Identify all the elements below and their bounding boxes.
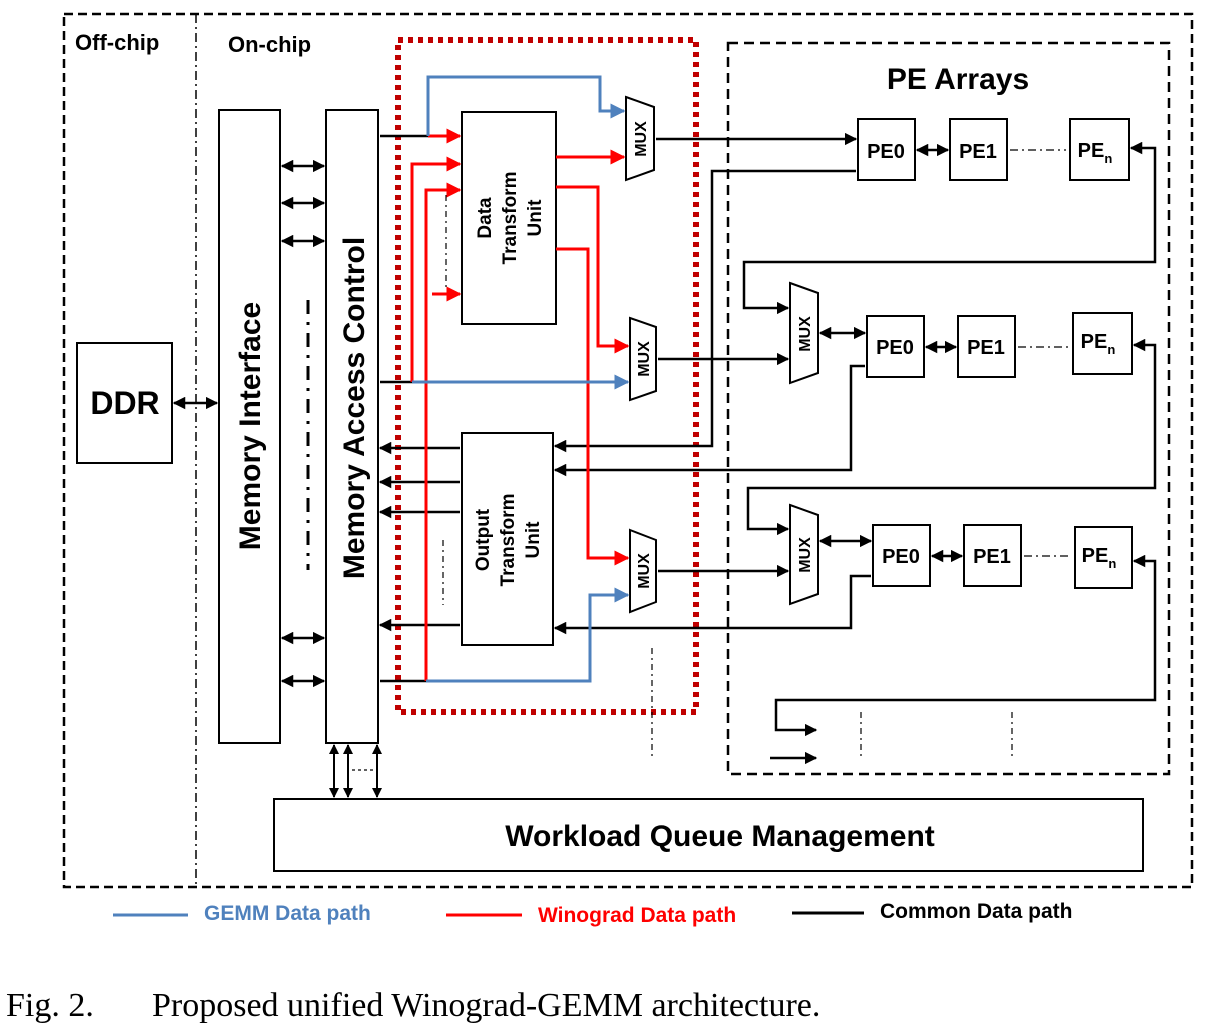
gemm-data-paths xyxy=(412,75,630,683)
mux-mid: MUX xyxy=(629,316,657,402)
svg-text:MUX: MUX xyxy=(636,553,653,589)
memory-interface-label: Memory Interface xyxy=(234,302,267,550)
on-chip-label: On-chip xyxy=(228,32,311,57)
workload-queue-label: Workload Queue Management xyxy=(505,820,935,853)
mux-pe-row3: MUX xyxy=(789,503,819,606)
svg-text:Transform: Transform xyxy=(500,172,521,265)
off-chip-label: Off-chip xyxy=(75,30,159,55)
figure-caption-text: Proposed unified Winograd-GEMM architect… xyxy=(152,987,820,1024)
svg-text:MUX: MUX xyxy=(633,121,650,157)
svg-text:MUX: MUX xyxy=(797,316,814,352)
svg-text:MUX: MUX xyxy=(797,537,814,573)
figure-caption-label: Fig. 2. xyxy=(6,987,94,1024)
mux-pe-row2: MUX xyxy=(789,281,819,385)
pe0-row2-label: PE0 xyxy=(876,337,914,359)
data-transform-unit-label: Data Transform Unit xyxy=(475,172,546,265)
legend-common-label: Common Data path xyxy=(880,900,1073,923)
legend-gemm-label: GEMM Data path xyxy=(204,902,371,925)
output-transform-unit xyxy=(461,432,554,646)
memif-mac-arrows xyxy=(280,159,326,688)
svg-text:Transform: Transform xyxy=(498,494,519,587)
mux-top: MUX xyxy=(625,95,655,182)
legend-winograd-label: Winograd Data path xyxy=(538,904,736,927)
memory-interface-block xyxy=(218,109,281,744)
ddr-block xyxy=(76,342,173,464)
svg-text:Output: Output xyxy=(473,508,494,571)
ddr-label: DDR xyxy=(90,385,159,421)
transform-region-highlight xyxy=(395,37,699,715)
mac-workload-arrows xyxy=(329,744,382,798)
workload-queue-block xyxy=(273,798,1144,872)
winograd-data-paths xyxy=(410,128,630,681)
memory-access-control-label: Memory Access Control xyxy=(338,237,371,579)
memory-access-control-block xyxy=(325,109,379,744)
ellipsis-marks xyxy=(442,195,1013,760)
pe0-row3-label: PE0 xyxy=(882,546,920,568)
mux-bottom: MUX xyxy=(629,528,657,614)
pe1-row1-label: PE1 xyxy=(959,141,997,163)
pe1-row3-label: PE1 xyxy=(973,546,1011,568)
pe1-row2-label: PE1 xyxy=(967,337,1005,359)
outer-frame xyxy=(62,12,1194,889)
output-transform-unit-label: Output Transform Unit xyxy=(473,494,544,587)
svg-text:MUX: MUX xyxy=(636,341,653,377)
legend: GEMM Data path Winograd Data path Common… xyxy=(113,900,1073,927)
svg-text:Unit: Unit xyxy=(523,521,544,559)
common-data-paths xyxy=(378,132,1157,765)
svg-text:Unit: Unit xyxy=(525,199,546,237)
pe-arrays-title: PE Arrays xyxy=(887,63,1029,96)
pe0-row1-label: PE0 xyxy=(867,141,905,163)
pe-arrays-region xyxy=(726,41,1171,776)
svg-text:Data: Data xyxy=(475,197,496,239)
data-transform-unit xyxy=(461,111,557,325)
